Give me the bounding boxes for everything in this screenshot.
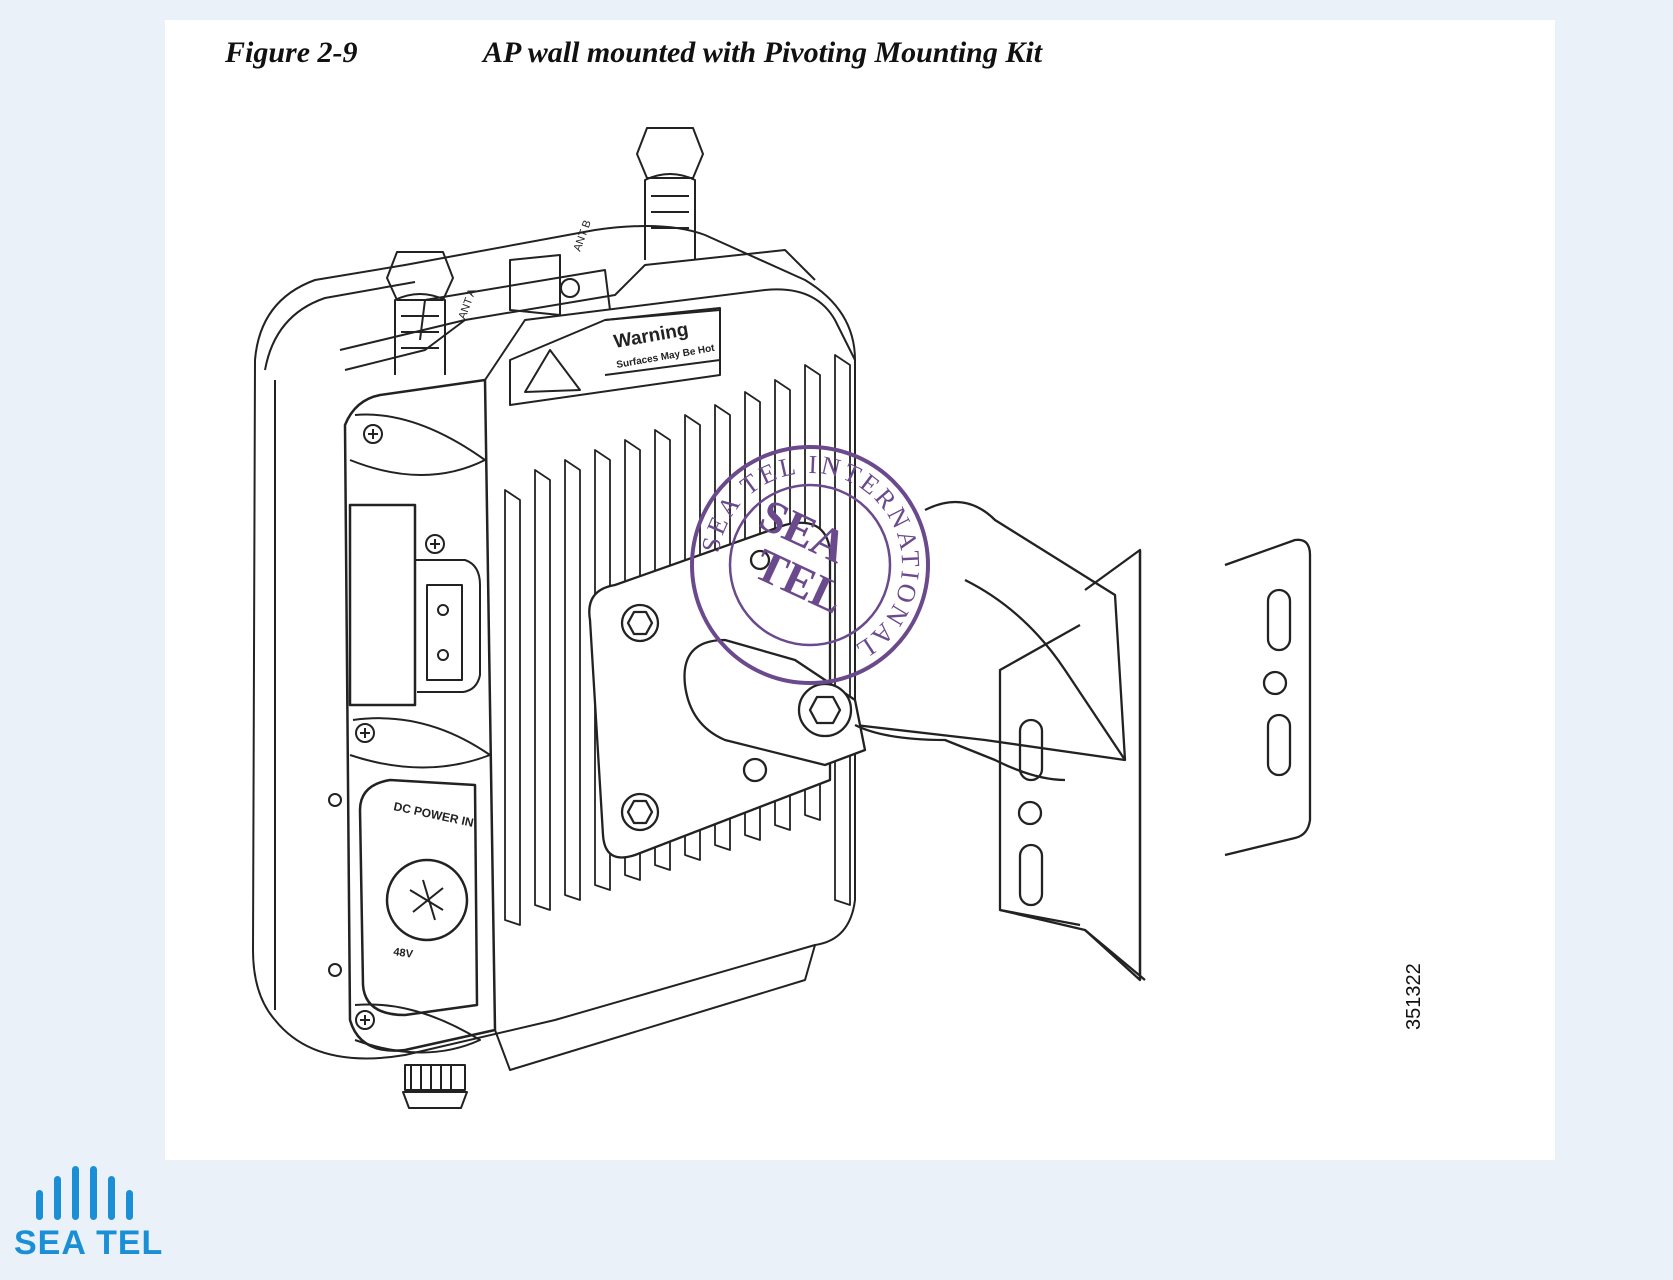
warning-label: Warning Surfaces May Be Hot	[509, 307, 721, 406]
ant-b-label: ANT B	[572, 219, 594, 253]
figure-label: Figure 2-9	[225, 36, 358, 69]
ap-mount-illustration: Warning Surfaces May Be Hot ANT A ANT B …	[252, 127, 1312, 1109]
seatel-logo: SEA TEL	[14, 1162, 174, 1272]
figure-title: AP wall mounted with Pivoting Mounting K…	[483, 36, 1043, 69]
logo-bars-icon	[36, 1166, 133, 1220]
ant-a-label: ANT A	[457, 287, 479, 321]
company-stamp: SEA TEL INTERNATIONAL SEA TEL	[690, 445, 930, 685]
document-page: Figure 2-9 AP wall mounted with Pivoting…	[165, 20, 1555, 1160]
figure-number: 351322	[1403, 963, 1425, 1030]
warning-heading: Warning	[612, 319, 690, 353]
dc-power-label: DC POWER IN	[392, 799, 474, 830]
voltage-label: 48V	[393, 946, 415, 961]
brand-name: SEA TEL	[14, 1224, 164, 1262]
pivot-arm	[683, 500, 1127, 782]
wall-bracket	[998, 538, 1312, 982]
